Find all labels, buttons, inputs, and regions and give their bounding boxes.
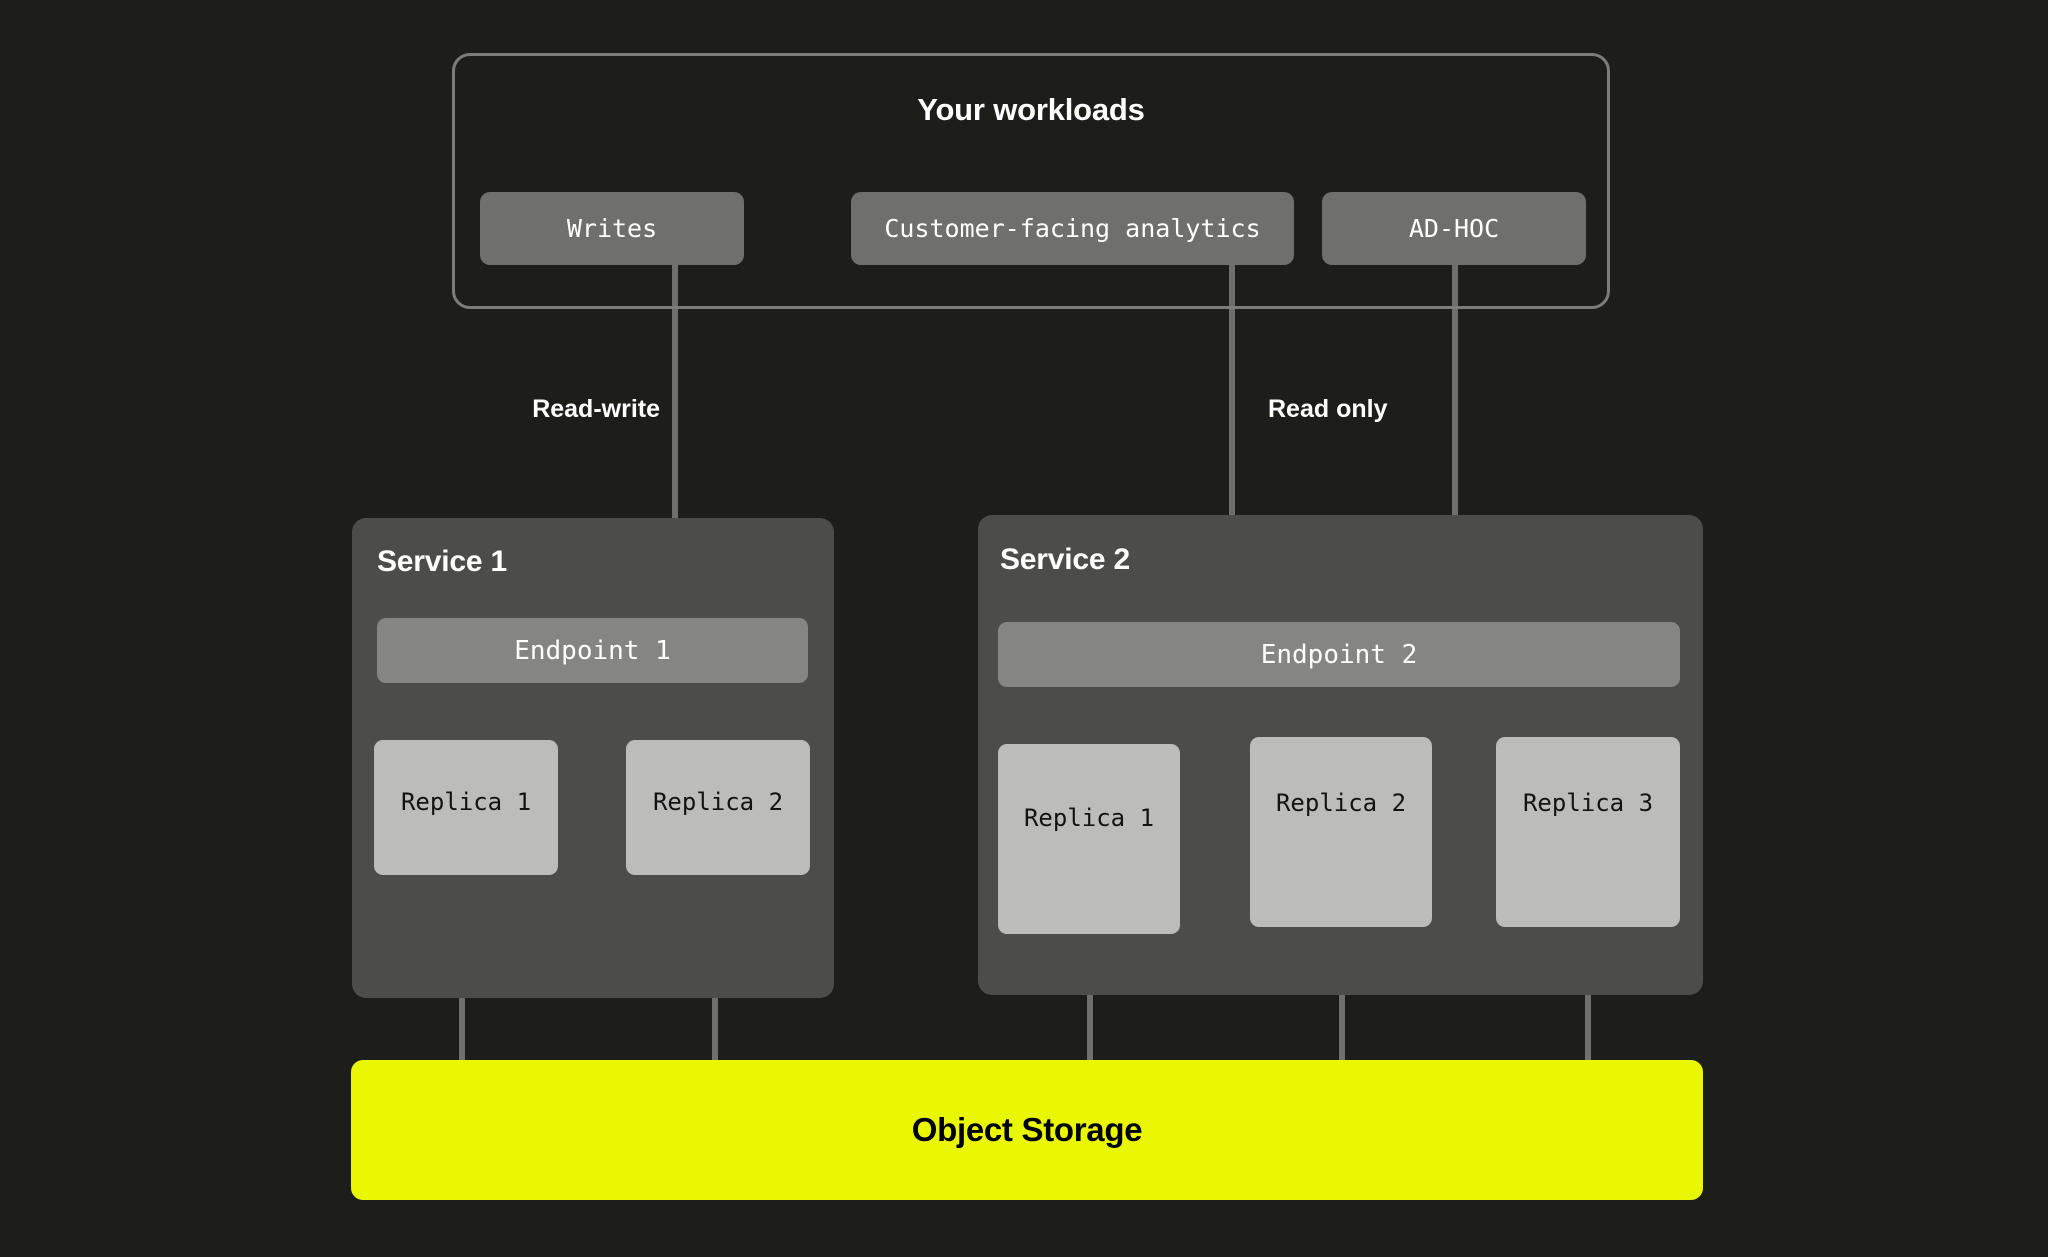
object-storage-bar[interactable]: Object Storage [351,1060,1703,1200]
edge-label-read-write: Read-write [532,395,660,423]
replica-label: Replica 2 [1275,789,1407,817]
replica-label: Replica 2 [652,788,784,816]
edge-label-read-only: Read only [1268,395,1388,423]
replica-box-service-1-replica-2[interactable]: Replica 2 [626,740,810,875]
workloads-title: Your workloads [917,92,1145,127]
replica-label: Replica 3 [1522,789,1654,817]
workload-chip-ad-hoc[interactable]: AD-HOC [1322,192,1586,265]
replica-box-service-1-replica-1[interactable]: Replica 1 [374,740,558,875]
endpoint-box-endpoint-1[interactable]: Endpoint 1 [377,618,808,683]
replica-box-service-2-replica-2[interactable]: Replica 2 [1250,737,1432,927]
endpoint-box-endpoint-2[interactable]: Endpoint 2 [998,622,1680,687]
workloads-container [452,53,1610,309]
workload-chip-writes[interactable]: Writes [480,192,744,265]
replica-label: Replica 1 [400,788,532,816]
service-title-service-2: Service 2 [1000,543,1130,576]
replica-box-service-2-replica-3[interactable]: Replica 3 [1496,737,1680,927]
replica-box-service-2-replica-1[interactable]: Replica 1 [998,744,1180,934]
replica-label: Replica 1 [1023,804,1155,832]
service-title-service-1: Service 1 [377,545,507,578]
workload-chip-customer-facing-analytics[interactable]: Customer-facing analytics [851,192,1294,265]
